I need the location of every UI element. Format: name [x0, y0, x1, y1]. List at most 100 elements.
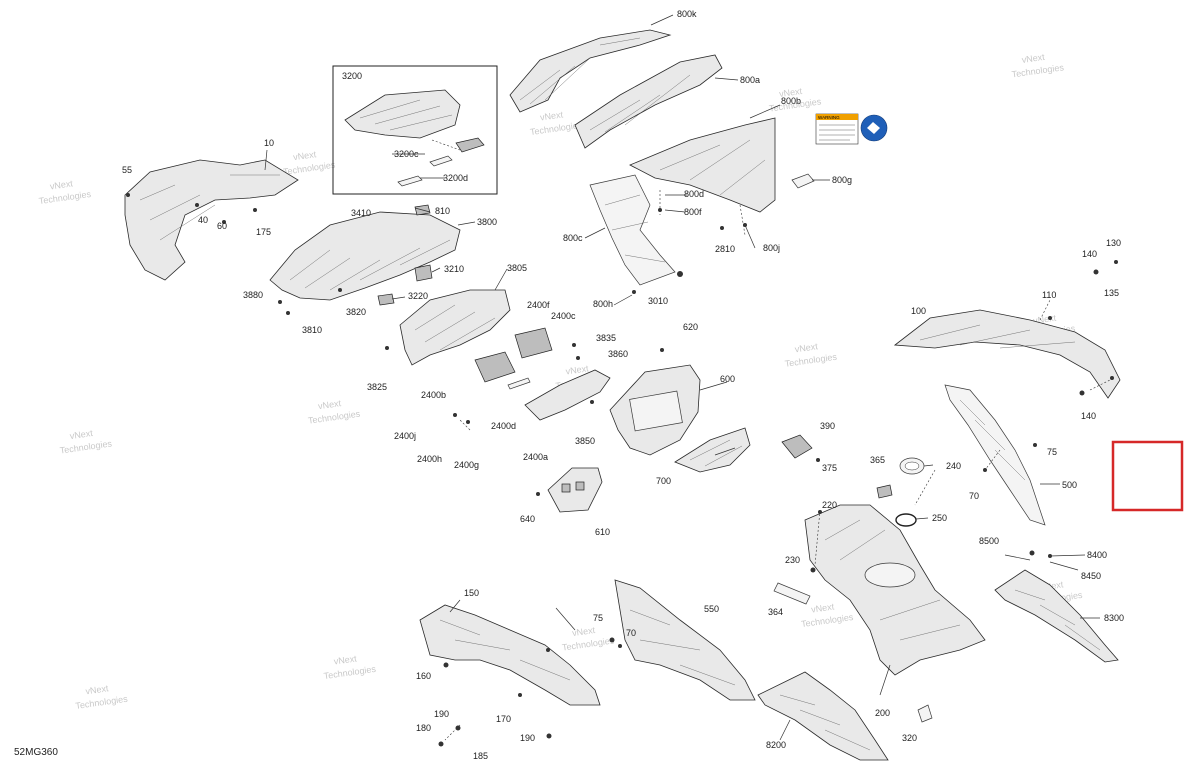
part-label: 800j	[763, 243, 780, 253]
part-label: 75	[593, 613, 603, 623]
part-label: 3860	[608, 349, 628, 359]
dashed-assembly-lines	[431, 139, 1111, 741]
svg-text:vNext: vNext	[333, 653, 358, 666]
svg-text:Technologies: Technologies	[59, 438, 113, 455]
part-label: 180	[416, 723, 431, 733]
part-label: 8400	[1087, 550, 1107, 560]
part-label: 200	[875, 708, 890, 718]
part-label: 3200	[342, 71, 362, 81]
part-label: 365	[870, 455, 885, 465]
part-2400c-module	[514, 327, 553, 359]
part-label: 3820	[346, 307, 366, 317]
part-label: 2400f	[527, 300, 550, 310]
part-label: 230	[785, 555, 800, 565]
part-800g-decal	[791, 173, 815, 189]
part-500-side-panel	[944, 384, 1046, 526]
part-label: 3410	[351, 208, 371, 218]
watermark: vNext Technologies	[38, 178, 92, 206]
watermark: vNext Technologies	[1011, 52, 1065, 80]
part-label: 150	[464, 588, 479, 598]
part-label: 800k	[677, 9, 697, 19]
part-390-cap	[781, 434, 813, 459]
part-700-trim	[674, 427, 751, 473]
highlight-box	[1111, 440, 1184, 512]
part-800b-panel	[629, 117, 776, 213]
svg-text:vNext: vNext	[1021, 52, 1046, 65]
svg-text:Technologies: Technologies	[75, 694, 129, 711]
part-10-fender	[124, 159, 299, 281]
svg-text:Technologies: Technologies	[1011, 62, 1065, 79]
part-label: 130	[1106, 238, 1121, 248]
part-label: 3835	[596, 333, 616, 343]
svg-text:Technologies: Technologies	[307, 409, 361, 426]
svg-text:Technologies: Technologies	[561, 635, 615, 652]
part-label: 800c	[563, 233, 583, 243]
part-label: 3210	[444, 264, 464, 274]
part-label: 100	[911, 306, 926, 316]
part-label: 55	[122, 165, 132, 175]
part-label: 170	[496, 714, 511, 724]
part-label: 2400h	[417, 454, 442, 464]
part-label: 2400j	[394, 431, 416, 441]
part-label: 3220	[408, 291, 428, 301]
part-200-center-tunnel	[804, 504, 986, 676]
watermark: vNext Technologies	[75, 683, 129, 711]
leader-lines	[264, 14, 1100, 741]
svg-text:vNext: vNext	[293, 149, 318, 162]
watermark: vNext Technologies	[784, 341, 838, 369]
watermark: vNext Technologies	[529, 109, 583, 137]
svg-text:vNext: vNext	[539, 109, 564, 122]
part-label: 2400d	[491, 421, 516, 431]
warning-decal: WARNING	[815, 113, 888, 145]
part-2400b-module	[474, 351, 516, 383]
part-label: 240	[946, 461, 961, 471]
svg-text:vNext: vNext	[565, 363, 590, 376]
part-label: 75	[1047, 447, 1057, 457]
part-label: 620	[683, 322, 698, 332]
watermark: vNext Technologies	[307, 398, 361, 426]
part-label: 175	[256, 227, 271, 237]
part-label: 2400a	[523, 452, 548, 462]
part-label: 364	[768, 607, 783, 617]
part-label: 800f	[684, 207, 702, 217]
part-label: 8450	[1081, 571, 1101, 581]
part-label: 3200c	[394, 149, 419, 159]
part-label: 60	[217, 221, 227, 231]
part-365-plug	[876, 484, 893, 499]
part-364-strip	[773, 582, 811, 605]
watermark: vNext Technologies	[59, 428, 113, 456]
part-label: 2400g	[454, 460, 479, 470]
part-label: 185	[473, 751, 488, 761]
part-150-fender	[419, 604, 601, 706]
part-label: 2400b	[421, 390, 446, 400]
part-label: 800b	[781, 96, 801, 106]
part-label: 8500	[979, 536, 999, 546]
part-250-seal	[895, 513, 917, 527]
part-label: 640	[520, 514, 535, 524]
svg-text:vNext: vNext	[85, 683, 110, 696]
part-label: 800d	[684, 189, 704, 199]
part-label: 3850	[575, 436, 595, 446]
document-code: 52MG360	[14, 747, 58, 758]
part-label: 110	[1042, 290, 1056, 300]
part-label: 3010	[648, 296, 668, 306]
part-2400a-bracket	[524, 369, 611, 421]
watermark: vNext Technologies	[323, 653, 377, 681]
part-label: 220	[822, 500, 837, 510]
svg-text:Technologies: Technologies	[784, 352, 838, 369]
part-label: 140	[1082, 249, 1097, 259]
part-label: 3805	[507, 263, 527, 273]
part-label: 40	[198, 215, 208, 225]
svg-text:vNext: vNext	[778, 86, 803, 99]
part-label: 3880	[243, 290, 263, 300]
svg-text:vNext: vNext	[794, 341, 819, 354]
svg-text:vNext: vNext	[49, 178, 74, 191]
part-label: 3200d	[443, 173, 468, 183]
part-label: 390	[820, 421, 835, 431]
part-3805-bracket	[399, 289, 511, 366]
part-label: 810	[435, 206, 450, 216]
part-3800-console	[269, 204, 461, 306]
svg-text:vNext: vNext	[811, 601, 836, 614]
part-label: 800g	[832, 175, 852, 185]
